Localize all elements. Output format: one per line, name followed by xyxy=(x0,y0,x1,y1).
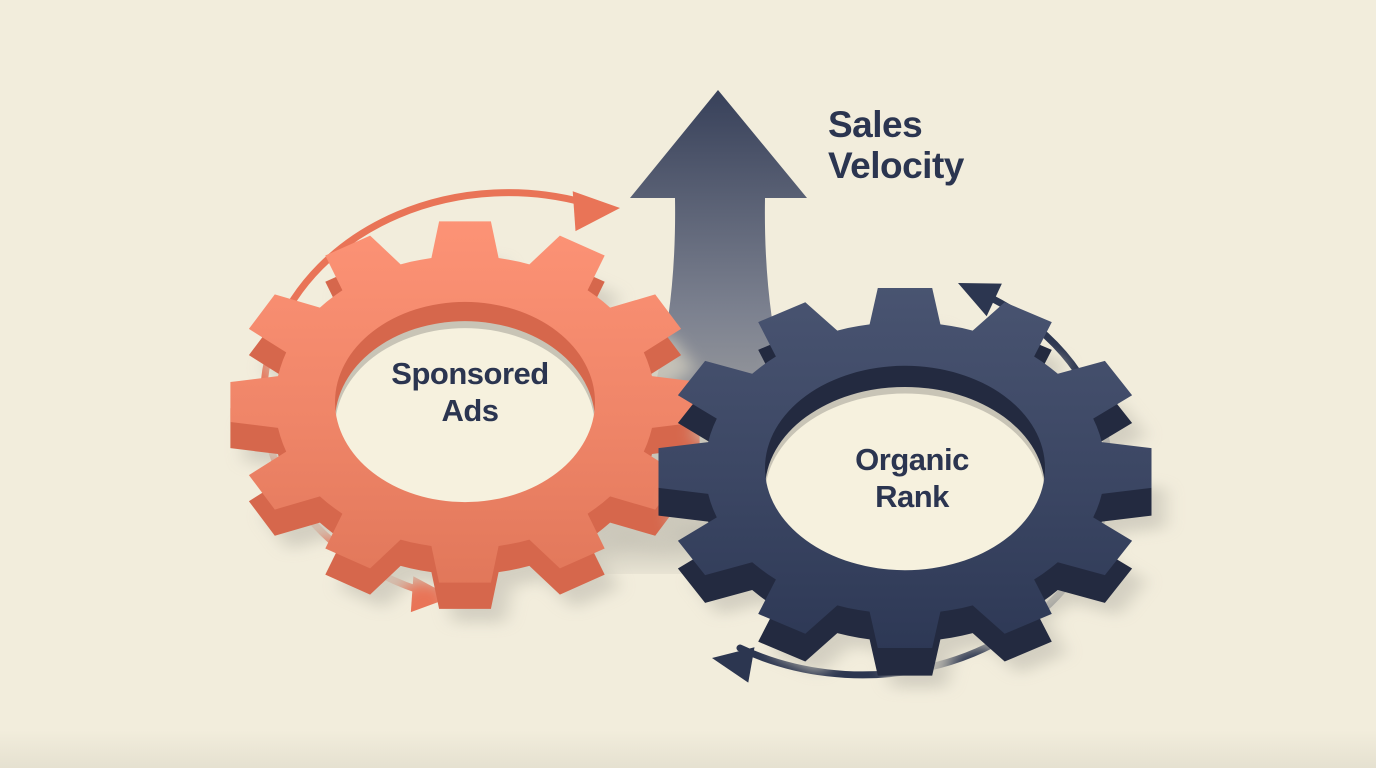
sales-velocity-label: Sales Velocity xyxy=(828,104,964,186)
sales-velocity-label-line1: Sales xyxy=(828,104,923,145)
organic-rank-gear-icon xyxy=(658,288,1166,689)
organic-rank-label-line2: Rank xyxy=(875,479,949,514)
sponsored-ads-gear-icon xyxy=(230,221,714,623)
organic-rank-label-line1: Organic xyxy=(855,442,969,477)
sales-velocity-label-line2: Velocity xyxy=(828,145,964,186)
organic-rank-label: Organic Rank xyxy=(762,441,1062,515)
sponsored-ads-label-line1: Sponsored xyxy=(391,356,549,391)
sponsored-ads-label: Sponsored Ads xyxy=(320,355,620,429)
floor-shade xyxy=(0,730,1376,768)
sponsored-ads-label-line2: Ads xyxy=(441,393,499,428)
